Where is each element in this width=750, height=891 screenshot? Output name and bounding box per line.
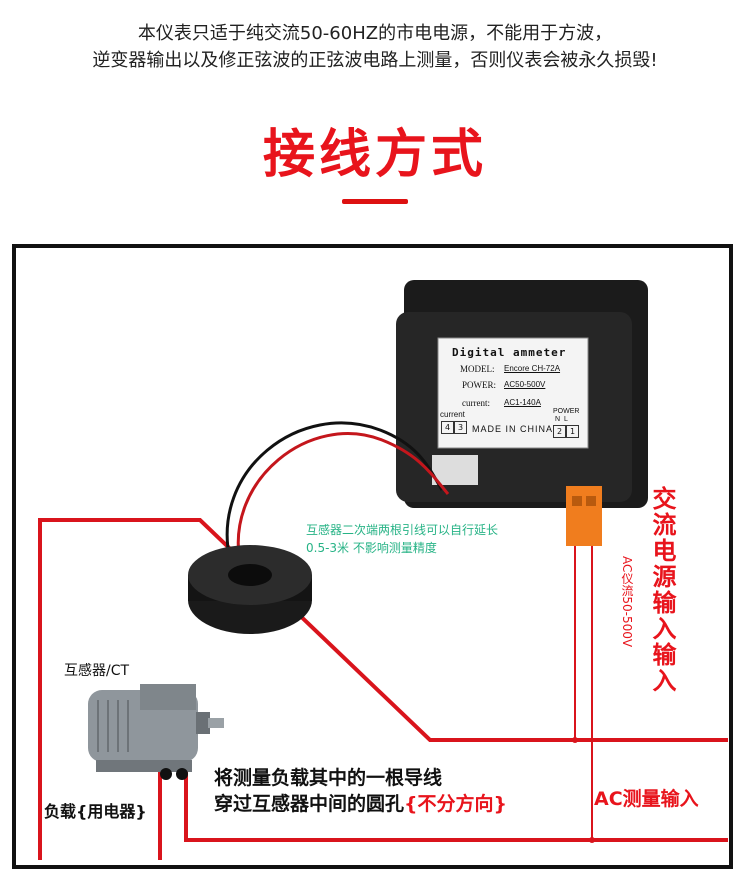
power-pin-2: 2	[553, 425, 566, 438]
meter-power-value: AC50-500V	[504, 380, 546, 389]
meter-model-label: MODEL:	[460, 364, 495, 374]
ct-lead-red	[236, 432, 450, 563]
ac-measure-input-label: AC测量输入	[594, 788, 699, 810]
measure-leads	[574, 545, 593, 840]
terminal-power-nl: N L	[555, 416, 568, 423]
power-pin-1: 1	[566, 425, 579, 438]
terminal-body	[566, 486, 602, 546]
warning-line-2: 逆变器输出以及修正弦波的正弦波电路上测量，否则仪表会被永久损毁!	[92, 50, 658, 71]
motor-lead-1	[160, 768, 172, 780]
ct-label: 互感器/CT	[64, 663, 130, 679]
meter-power-label: POWER:	[462, 380, 497, 390]
ac-range-note: AC仪流50-500V	[620, 556, 634, 648]
ct-lead-note-1: 互感器二次端两根引线可以自行延长	[306, 523, 499, 537]
meter-model-value: Encore CH-72A	[504, 364, 561, 373]
instruction-line-2: 穿过互感器中间的圆孔{不分方向}	[214, 792, 507, 816]
instruction-line-1: 将测量负载其中的一根导线	[214, 767, 443, 789]
diagram-frame	[12, 244, 733, 869]
wire-lower-loop	[184, 770, 728, 842]
instruction-text: 穿过互感器中间的圆孔	[214, 793, 405, 815]
made-in-label: MADE IN CHINA	[472, 424, 554, 434]
ct-ring	[188, 545, 312, 634]
warning-line-1: 本仪表只适于纯交流50-60HZ的市电电源，不能用于方波，	[137, 23, 613, 44]
junction-l	[589, 837, 595, 843]
title-underline	[342, 199, 408, 204]
terminal-current-label: current	[440, 410, 465, 419]
load-label: 负载{用电器}	[44, 802, 147, 821]
meter-body	[396, 280, 648, 508]
ac-power-input-label: 交流电源输入输入	[648, 486, 676, 694]
current-pin-3: 3	[454, 421, 467, 434]
instruction-emphasis: {不分方向}	[404, 793, 508, 815]
motor-shaft	[208, 718, 224, 728]
load-wires	[38, 518, 728, 860]
ct-terminal-block	[432, 455, 478, 485]
motor-terminal-box	[140, 684, 196, 710]
motor-lead-2	[176, 768, 188, 780]
ct-lead-black	[225, 421, 444, 561]
meter-label-plate	[437, 337, 589, 449]
page-title: 接线方式	[262, 125, 487, 185]
ct-ring-hole	[228, 564, 272, 586]
motor-load	[88, 684, 224, 780]
power-terminal-block	[566, 486, 602, 546]
meter-heading: Digital ammeter	[452, 346, 567, 359]
meter-current-label: current:	[462, 398, 490, 408]
junction-n	[572, 737, 578, 743]
current-pin-4: 4	[441, 421, 454, 434]
wire-upper-loop	[38, 518, 728, 860]
meter-current-value: AC1-140A	[504, 398, 541, 407]
ct-leads	[225, 421, 450, 563]
motor-flange	[196, 712, 210, 734]
ct-lead-note-2: 0.5-3米 不影响测量精度	[306, 541, 437, 555]
terminal-power-label: POWER	[553, 408, 580, 415]
